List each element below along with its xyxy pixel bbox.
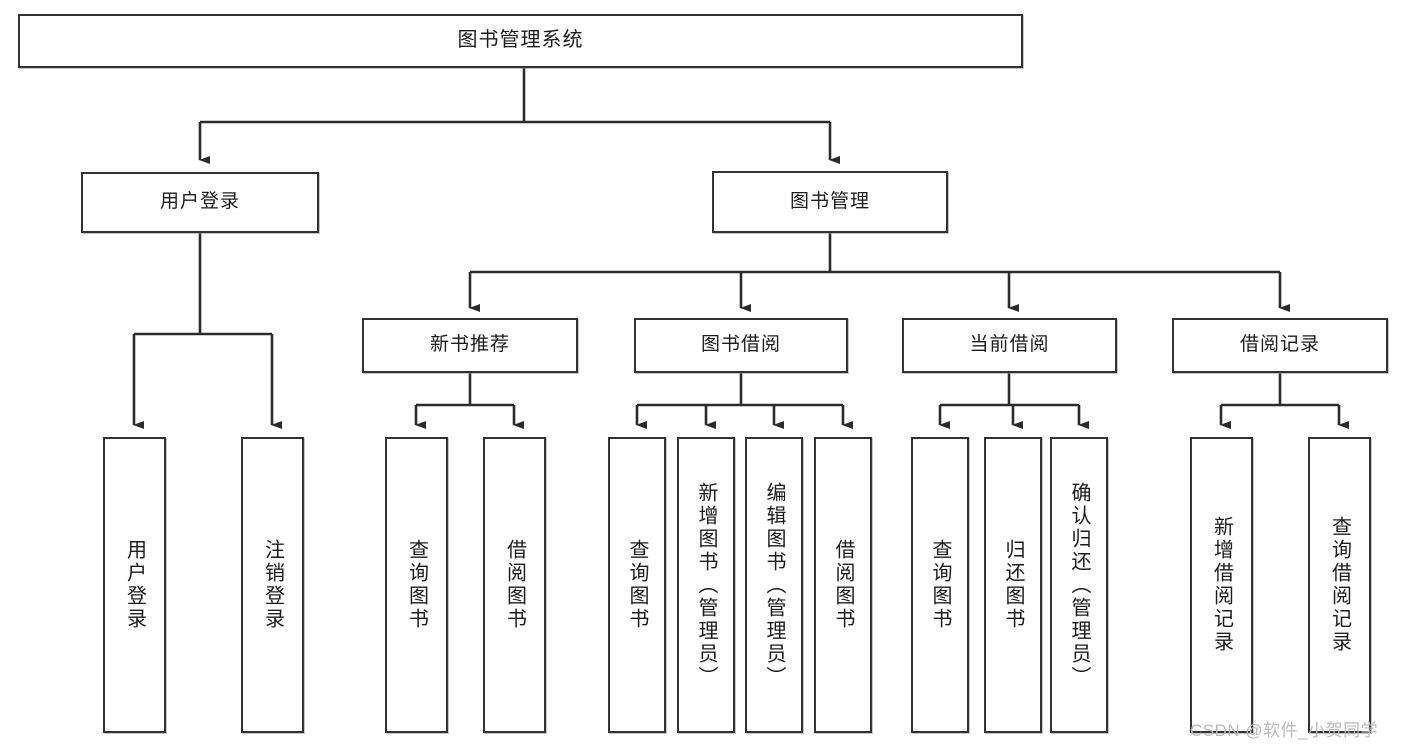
node-leaf-add-book[interactable]: 新增图书（管理员）: [677, 437, 735, 733]
node-root[interactable]: 图书管理系统: [18, 14, 1023, 68]
node-borrow-record-label: 借阅记录: [1239, 334, 1320, 356]
node-leaf-confirm-return-label: 确认归还（管理员）: [1068, 481, 1090, 689]
node-leaf-add-record-label: 新增借阅记录: [1210, 516, 1233, 654]
node-current-borrow[interactable]: 当前借阅: [902, 318, 1117, 373]
watermark: CSDN @软件_小贺同学: [1190, 721, 1379, 740]
node-new-book-recommend-label: 新书推荐: [429, 334, 510, 356]
node-leaf-return-book[interactable]: 归还图书: [984, 437, 1042, 733]
node-leaf-add-book-label: 新增图书（管理员）: [695, 481, 717, 689]
node-leaf-borrow-book-2-label: 借阅图书: [832, 539, 854, 631]
node-current-borrow-label: 当前借阅: [969, 334, 1050, 356]
node-leaf-confirm-return[interactable]: 确认归还（管理员）: [1050, 437, 1108, 733]
node-leaf-query-record[interactable]: 查询借阅记录: [1308, 437, 1371, 733]
node-book-borrow[interactable]: 图书借阅: [634, 318, 848, 373]
node-new-book-recommend[interactable]: 新书推荐: [362, 318, 578, 373]
node-leaf-query-book-3[interactable]: 查询图书: [911, 437, 969, 733]
node-leaf-query-book-1-label: 查询图书: [405, 539, 428, 631]
node-leaf-user-login-label: 用户登录: [123, 539, 146, 631]
node-leaf-return-book-label: 归还图书: [1002, 539, 1024, 631]
node-leaf-borrow-book-1-label: 借阅图书: [503, 539, 526, 631]
node-leaf-user-logout-label: 注销登录: [261, 539, 284, 631]
node-leaf-edit-book[interactable]: 编辑图书（管理员）: [745, 437, 803, 733]
node-leaf-add-record[interactable]: 新增借阅记录: [1190, 437, 1253, 733]
node-leaf-borrow-book-2[interactable]: 借阅图书: [814, 437, 872, 733]
node-book-manage[interactable]: 图书管理: [712, 171, 948, 233]
node-book-borrow-label: 图书借阅: [700, 334, 781, 356]
node-leaf-query-record-label: 查询借阅记录: [1328, 516, 1351, 654]
node-leaf-edit-book-label: 编辑图书（管理员）: [763, 481, 785, 689]
node-user-login[interactable]: 用户登录: [81, 172, 319, 233]
node-leaf-query-book-1[interactable]: 查询图书: [385, 437, 448, 733]
node-leaf-query-book-3-label: 查询图书: [929, 539, 951, 631]
node-leaf-borrow-book-1[interactable]: 借阅图书: [483, 437, 546, 733]
node-leaf-user-login[interactable]: 用户登录: [103, 437, 166, 733]
node-leaf-query-book-2[interactable]: 查询图书: [608, 437, 666, 733]
node-borrow-record[interactable]: 借阅记录: [1172, 318, 1388, 373]
node-root-label: 图书管理系统: [457, 29, 584, 52]
node-leaf-user-logout[interactable]: 注销登录: [241, 437, 304, 733]
node-user-login-label: 用户登录: [159, 191, 240, 213]
node-leaf-query-book-2-label: 查询图书: [626, 539, 648, 631]
node-book-manage-label: 图书管理: [789, 190, 870, 212]
